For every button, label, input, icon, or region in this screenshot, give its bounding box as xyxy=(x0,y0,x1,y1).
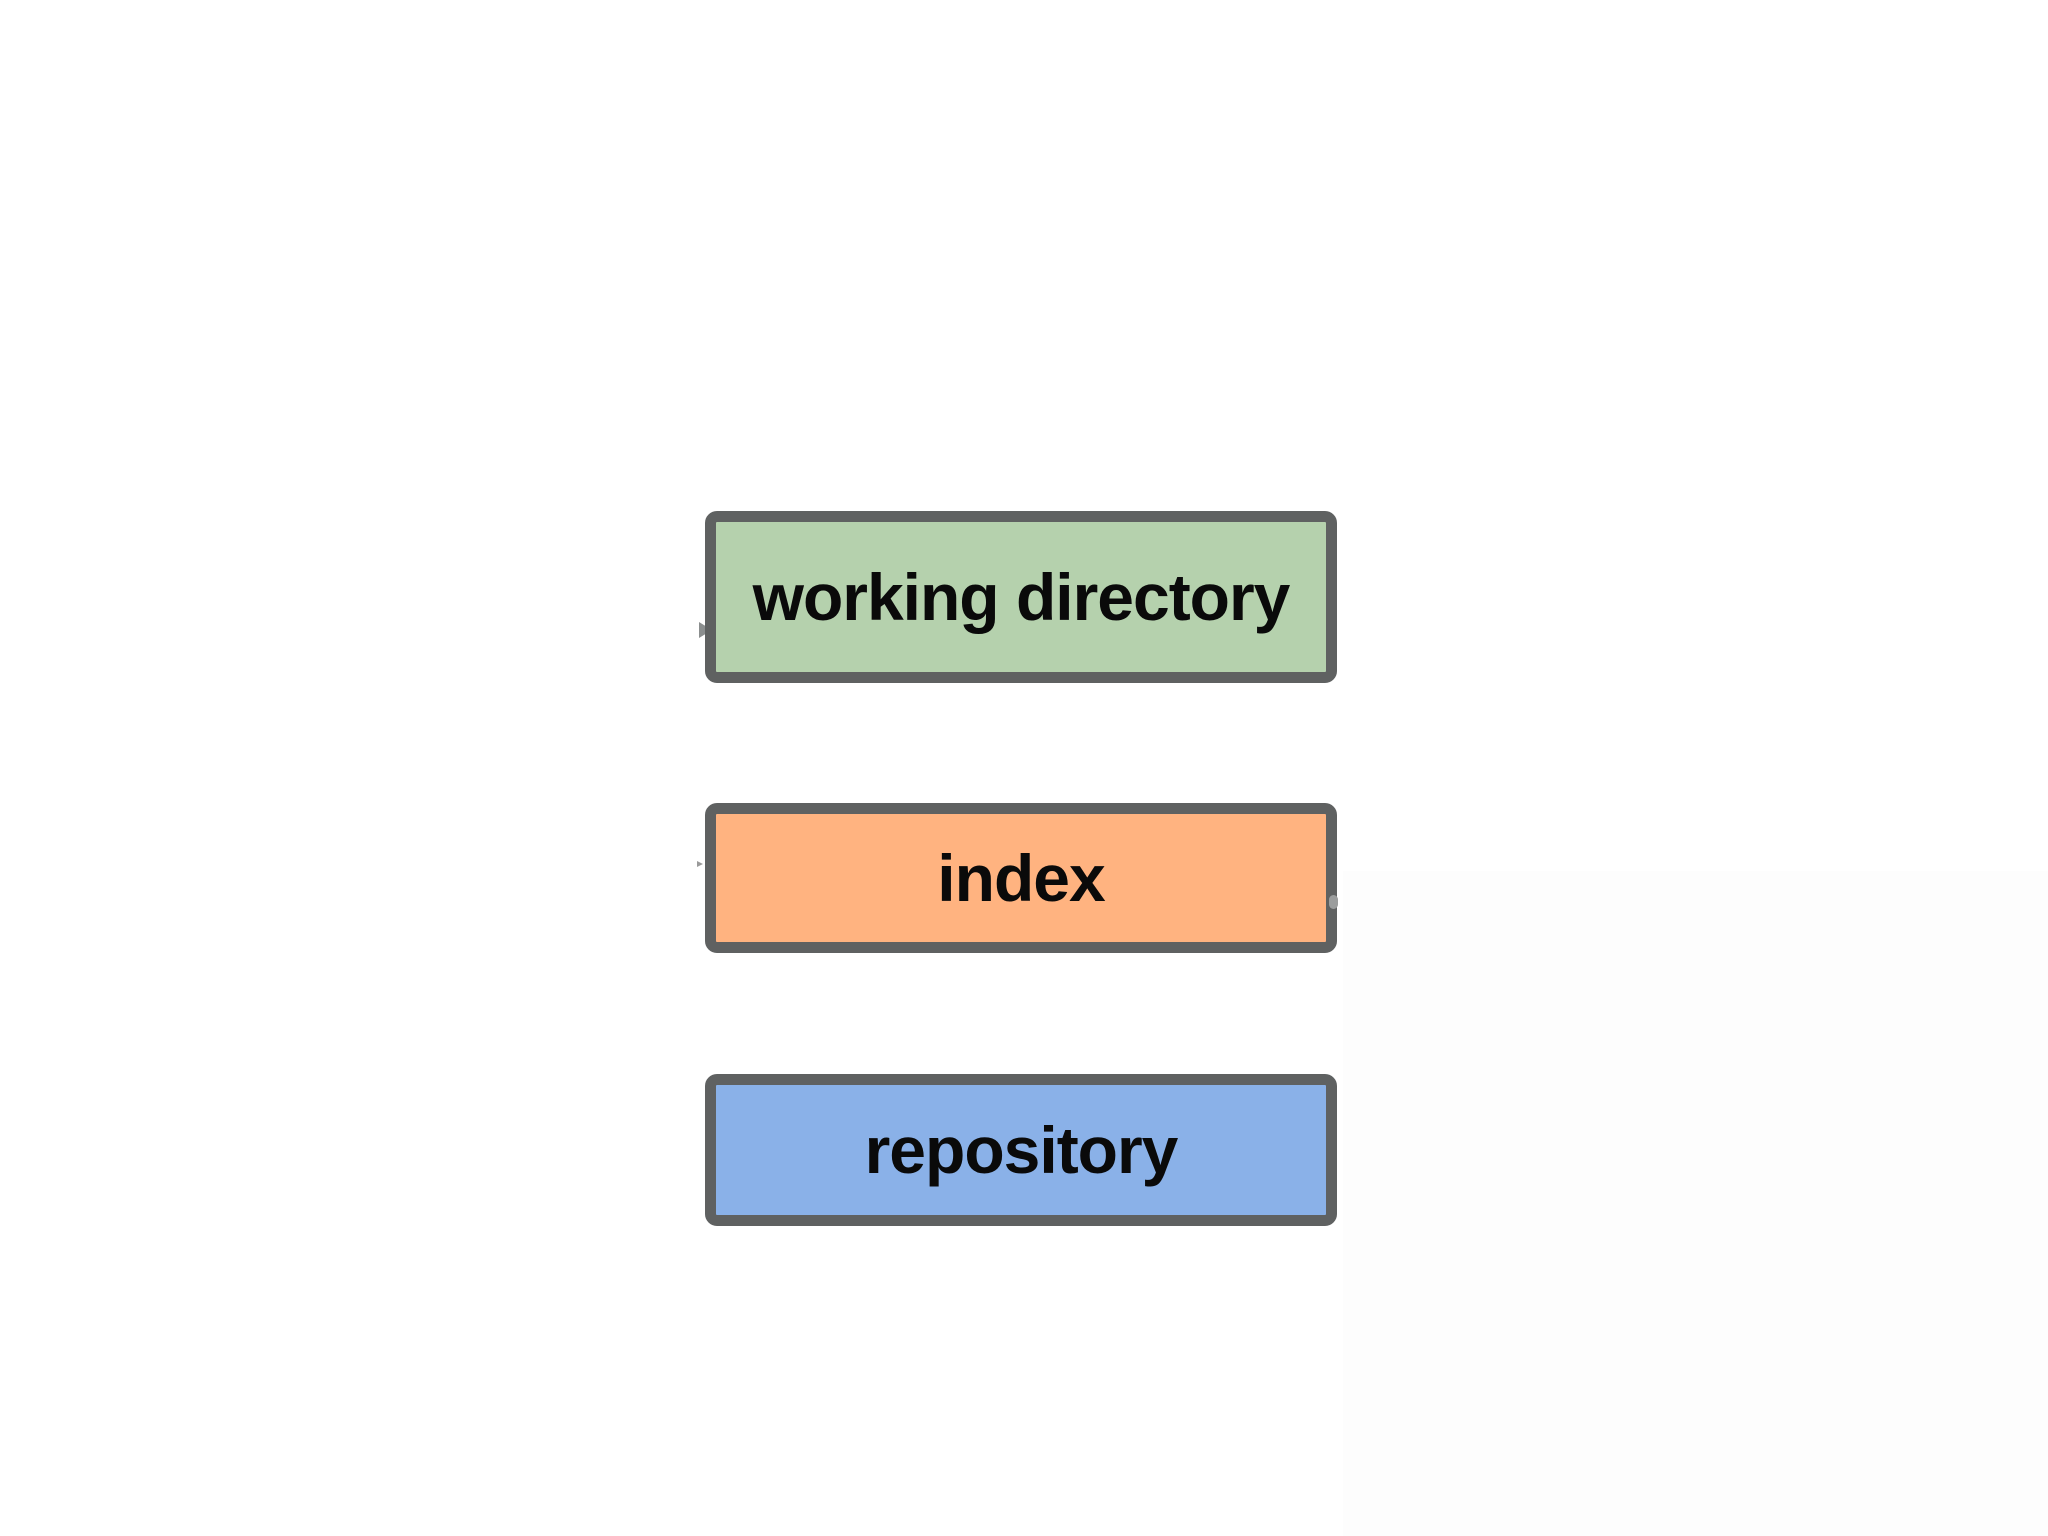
box-repository: repository xyxy=(705,1074,1337,1226)
box-index-label: index xyxy=(937,841,1105,915)
box-working-directory: working directory xyxy=(705,511,1337,683)
nub-artifact-index-right xyxy=(1329,895,1338,909)
box-working-directory-label: working directory xyxy=(752,560,1291,634)
background-shade xyxy=(1343,871,2048,1536)
arrowhead-artifact-index xyxy=(697,861,703,867)
box-index: index xyxy=(705,803,1337,953)
box-repository-label: repository xyxy=(864,1113,1179,1187)
